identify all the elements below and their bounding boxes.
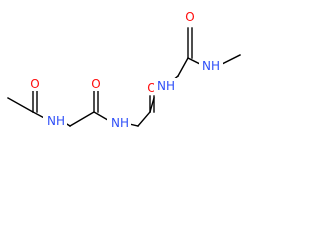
oxygen-label-3: O <box>147 81 156 95</box>
bond-ch2b-c3 <box>137 111 151 127</box>
bond-ch3-c1 <box>7 97 34 113</box>
atom-labels: O NH O NH O NH O NH <box>26 10 223 131</box>
bonds <box>7 27 241 127</box>
nitrogen-label-2: NH <box>111 116 129 130</box>
bond-ch2c-c4 <box>177 57 189 77</box>
chemical-structure: O NH O NH O NH O NH <box>7 10 241 131</box>
nitrogen-label-3: NH <box>157 79 175 93</box>
nitrogen-label-4: NH <box>202 59 220 73</box>
bond-c3-n3 <box>149 97 155 113</box>
oxygen-label-2: O <box>91 77 100 91</box>
bond-ch2a-c2 <box>69 111 95 127</box>
oxygen-label-4: O <box>185 10 194 24</box>
nitrogen-label-1: NH <box>47 114 65 128</box>
oxygen-label-1: O <box>30 77 39 91</box>
